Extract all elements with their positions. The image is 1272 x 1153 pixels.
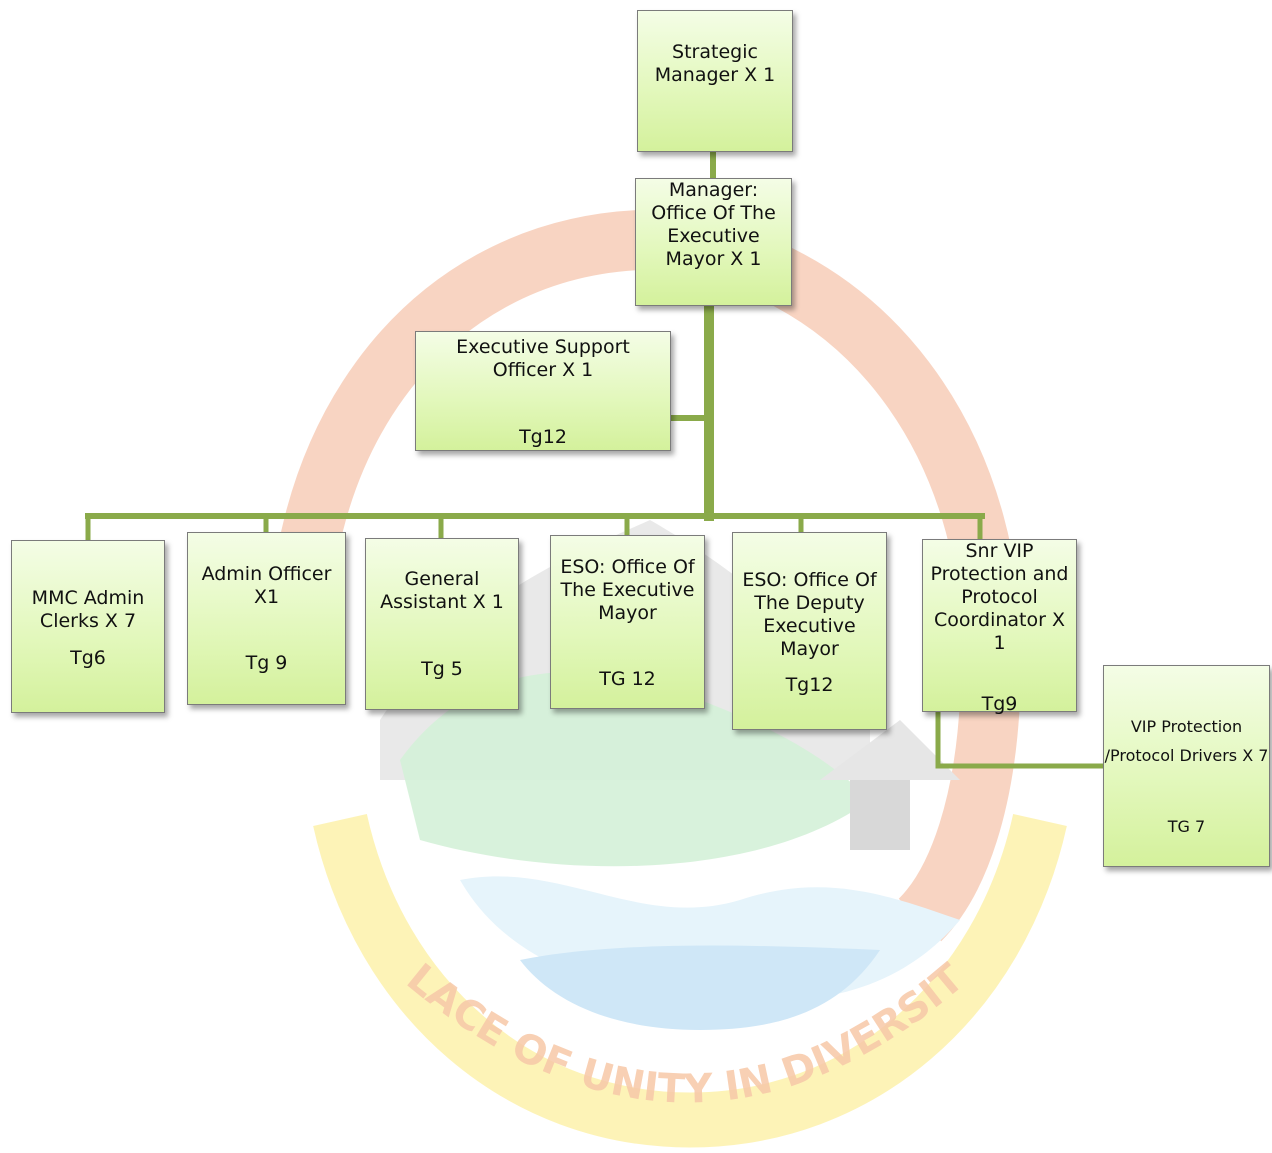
box-snr-vip: Snr VIP Protection and Protocol Coordina…	[922, 539, 1077, 715]
general-assistant-title: General Assistant X 1	[380, 568, 504, 613]
general-assistant-grade: Tg 5	[421, 658, 463, 680]
executive-support-title: Executive Support Officer X 1	[456, 336, 630, 381]
box-eso-deputy-mayor: ESO: Office Of The Deputy Executive Mayo…	[732, 532, 887, 730]
box-executive-support: Executive Support Officer X 1 Tg12	[415, 331, 671, 451]
vip-drivers-title: VIP Protection /Protocol Drivers X 7	[1104, 717, 1269, 765]
box-general-assistant: General Assistant X 1 Tg 5	[365, 538, 519, 710]
snr-vip-grade: Tg9	[981, 693, 1018, 715]
manager-office-title: Manager: Office Of The Executive Mayor X…	[651, 179, 776, 270]
box-vip-drivers: VIP Protection /Protocol Drivers X 7 TG …	[1103, 665, 1270, 867]
eso-deputy-mayor-grade: Tg12	[785, 674, 834, 696]
box-manager-office: Manager: Office Of The Executive Mayor X…	[635, 178, 792, 306]
emblem-house	[850, 780, 910, 850]
box-strategic-manager: Strategic Manager X 1	[637, 10, 793, 152]
eso-deputy-mayor-title: ESO: Office Of The Deputy Executive Mayo…	[742, 569, 877, 660]
emblem-water	[520, 945, 880, 1030]
emblem-yellow-ring	[313, 813, 1067, 1148]
mmc-admin-title: MMC Admin Clerks X 7	[31, 587, 145, 632]
admin-officer-grade: Tg 9	[245, 652, 288, 674]
executive-support-grade: Tg12	[519, 426, 567, 448]
box-eso-executive-mayor: ESO: Office Of The Executive Mayor TG 12	[550, 535, 705, 709]
eso-executive-mayor-title: ESO: Office Of The Executive Mayor	[560, 556, 695, 624]
box-admin-officer: Admin Officer X1 Tg 9	[187, 532, 346, 705]
emblem-land	[400, 672, 870, 867]
eso-executive-mayor-grade: TG 12	[599, 668, 656, 690]
snr-vip-title: Snr VIP Protection and Protocol Coordina…	[930, 540, 1069, 654]
strategic-manager-title: Strategic Manager X 1	[654, 41, 776, 86]
box-mmc-admin: MMC Admin Clerks X 7 Tg6	[11, 540, 165, 713]
emblem-orange-ring	[268, 209, 1022, 942]
emblem-roof	[820, 720, 960, 780]
mmc-admin-grade: Tg6	[70, 647, 106, 669]
admin-officer-title: Admin Officer X1	[201, 563, 332, 608]
connector-vip-drivers	[935, 709, 1106, 769]
vip-drivers-grade: TG 7	[1167, 817, 1206, 836]
